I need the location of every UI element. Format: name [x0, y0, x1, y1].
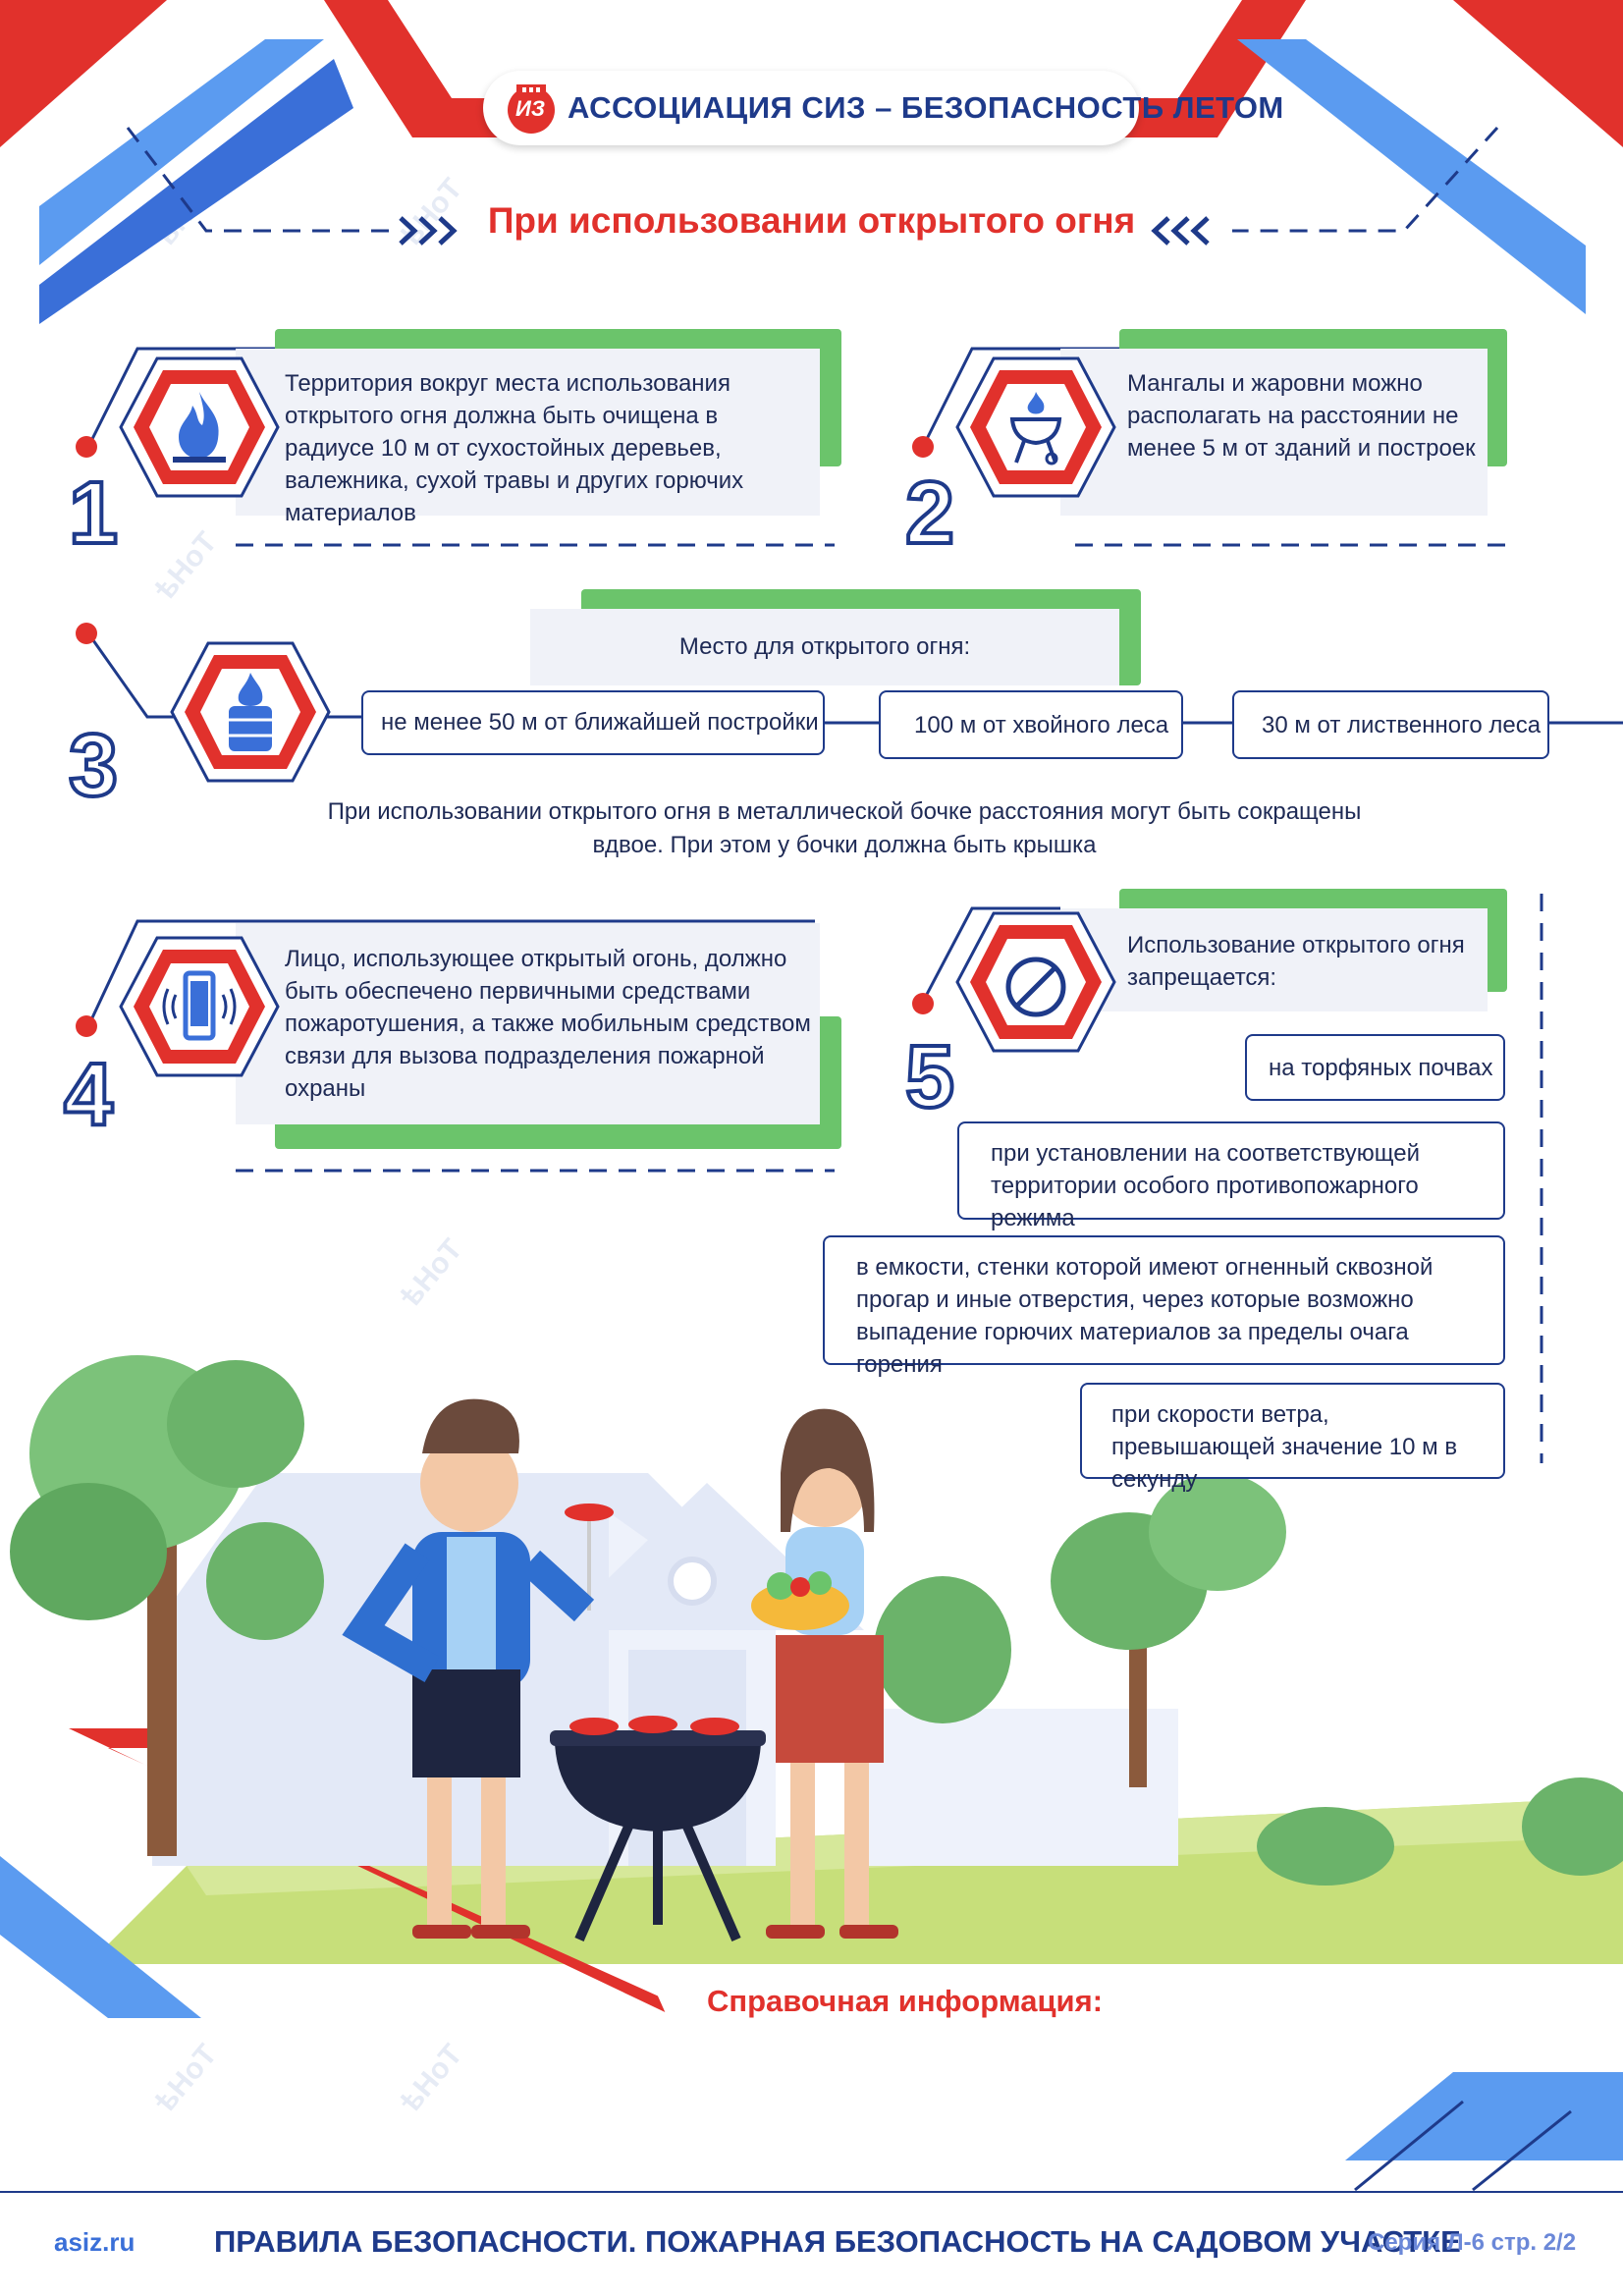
rule-card [236, 923, 820, 1124]
prohibition-box: при установлении на соответствующей терр… [957, 1121, 1505, 1231]
footer-title: ПРАВИЛА БЕЗОПАСНОСТИ. ПОЖАРНАЯ БЕЗОПАСНО… [214, 2224, 1461, 2259]
rule-card [530, 609, 1119, 685]
prohibition-text: на торфяных почвах [1269, 1055, 1493, 1081]
logo-text: ИЗ [515, 96, 545, 121]
rule-text: Мангалы и жаровни можно располагать на р… [1127, 370, 1476, 462]
header-pill [483, 71, 1139, 145]
rule-1-badge [119, 356, 280, 498]
fire-icon [173, 392, 226, 463]
prohibition-box: при скорости ветра, превышающей значение… [1080, 1383, 1505, 1493]
prohibition-text: при скорости ветра, превышающей значение… [1111, 1401, 1458, 1493]
distance-text: не менее 50 м от ближайшей постройки [381, 709, 819, 736]
rule-card [1060, 908, 1488, 1011]
rule-number: 1 [67, 465, 120, 563]
distance-box: 100 м от хвойного леса [879, 690, 1183, 759]
rule-card [1060, 349, 1488, 516]
reference-label: Справочная информация: [707, 1984, 1104, 2018]
footer-site-link[interactable]: asiz.ru [54, 2227, 135, 2257]
distance-box: не менее 50 м от ближайшей постройки [361, 690, 825, 755]
footer-series: Серия Л-6 стр. 2/2 [1368, 2229, 1577, 2256]
prohibition-text: в емкости, стенки которой имеют огненный… [856, 1254, 1434, 1378]
phone-icon [162, 970, 237, 1041]
rule-text: Территория вокруг места использования от… [285, 370, 744, 526]
page-headline: При использовании открытого огня [487, 200, 1136, 241]
barrel-fire-icon [229, 673, 272, 751]
rule-number: 5 [903, 1028, 956, 1126]
prohibition-text: при установлении на соответствующей терр… [991, 1140, 1421, 1231]
rule-number: 3 [67, 717, 120, 815]
distance-text: 30 м от лиственного леса [1262, 712, 1542, 738]
rule-number: 4 [62, 1046, 115, 1144]
distance-text: 100 м от хвойного леса [914, 712, 1169, 738]
distance-box: 30 м от лиственного леса [1232, 690, 1549, 759]
barrel-note: При использовании открытого огня в метал… [327, 798, 1362, 858]
prohibited-icon [1005, 957, 1066, 1017]
rule-card [236, 349, 820, 516]
rule-title: Место для открытого огня: [678, 633, 971, 660]
association-logo: ИЗ [503, 79, 560, 136]
rule-2-badge [955, 356, 1116, 498]
rule-title: Использование открытого огня запрещается… [1127, 932, 1465, 991]
prohibition-box: в емкости, стенки которой имеют огненный… [823, 1235, 1505, 1378]
rule-text: Лицо, использующее открытый огонь, должн… [285, 946, 811, 1102]
logo-icon [508, 84, 555, 134]
prohibition-box: на торфяных почвах [1245, 1034, 1505, 1101]
grill-icon [1009, 392, 1062, 465]
association-title: АССОЦИАЦИЯ СИЗ – БЕЗОПАСНОСТЬ ЛЕТОМ [568, 90, 1284, 125]
rule-5-badge [955, 911, 1116, 1053]
rule-number: 2 [903, 465, 956, 563]
